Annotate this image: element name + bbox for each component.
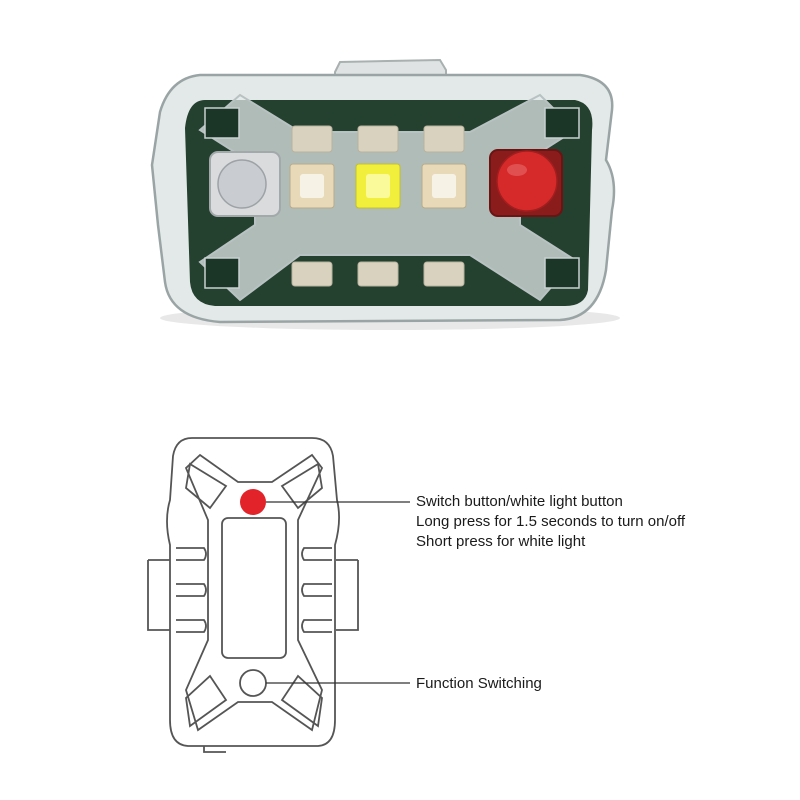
corner-pad-br	[544, 257, 580, 289]
callout-switch-line-2: Long press for 1.5 seconds to turn on/of…	[416, 513, 686, 530]
corner-window-tl	[185, 462, 228, 510]
corner-window-tr	[280, 462, 323, 510]
right-clip	[336, 559, 359, 631]
switch-button-marker	[240, 489, 266, 515]
led-mid-3-lens	[432, 174, 456, 198]
callout-function-line-1: Function Switching	[416, 675, 542, 692]
left-rib-1	[176, 547, 207, 561]
callout-switch-line-1: Switch button/white light button	[416, 493, 623, 510]
right-rib-2	[301, 583, 332, 597]
function-button-marker	[239, 669, 267, 697]
led-top-1	[291, 125, 333, 153]
center-slot	[221, 517, 287, 659]
led-row-middle	[289, 163, 467, 209]
led-row-top	[291, 125, 465, 153]
red-button-highlight	[507, 164, 527, 176]
grey-button	[217, 159, 267, 209]
callout-function-switching: Function Switching	[416, 674, 542, 694]
left-rib-3	[176, 619, 207, 633]
led-mid-1-lens	[300, 174, 324, 198]
corner-pad-bl	[204, 257, 240, 289]
diagram-outline	[147, 437, 359, 753]
corner-pad-tl	[204, 107, 240, 139]
corner-pad-tr	[544, 107, 580, 139]
led-bot-1	[291, 261, 333, 287]
callout-switch-button: Switch button/white light button Long pr…	[416, 492, 685, 552]
led-mid-2-lens	[366, 174, 390, 198]
left-rib-2	[176, 583, 207, 597]
right-rib-1	[301, 547, 332, 561]
inner-cross-frame	[184, 453, 324, 732]
left-clip	[147, 559, 170, 631]
corner-window-bl	[185, 674, 228, 728]
corner-window-br	[280, 674, 323, 728]
led-row-bottom	[291, 261, 465, 287]
led-bot-2	[357, 261, 399, 287]
outer-frame	[166, 437, 340, 747]
right-rib-3	[301, 619, 332, 633]
led-top-2	[357, 125, 399, 153]
led-bot-3	[423, 261, 465, 287]
bottom-tab	[203, 746, 226, 753]
callout-switch-line-3: Short press for white light	[416, 533, 586, 550]
led-top-3	[423, 125, 465, 153]
